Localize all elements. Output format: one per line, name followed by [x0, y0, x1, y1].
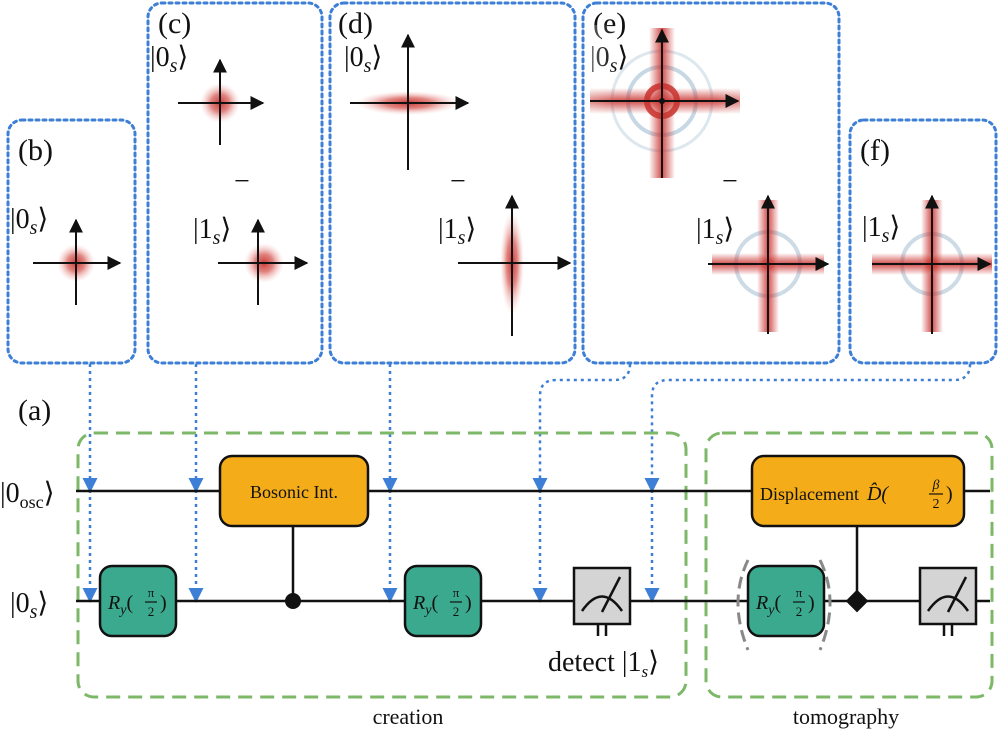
- ry-gates: Ry( π 2) Ry( π 2) Ry( π 2): [98, 564, 826, 638]
- ry-gate-2-close: ): [465, 592, 472, 614]
- panel-d-label: (d): [338, 7, 373, 40]
- detect-label: detect |1s⟩: [548, 647, 659, 681]
- ry-gate-3-close: ): [808, 592, 815, 614]
- creation-group: [76, 431, 688, 699]
- panel-c-label: (c): [158, 7, 191, 40]
- panel-d-minus: −: [450, 166, 466, 197]
- panel-e-minus: −: [722, 166, 738, 197]
- panel-e-border: [581, 1, 841, 365]
- panel-b: (b) |0s⟩: [10, 134, 122, 305]
- panel-c-ket-1: |1s⟩: [193, 214, 231, 249]
- panel-e-ket-1: |1s⟩: [696, 214, 734, 249]
- panel-d-border: [328, 1, 577, 365]
- creation-caption: creation: [373, 704, 444, 729]
- bosonic-interaction-gate[interactable]: Bosonic Int.: [218, 454, 370, 528]
- ry-gate-3[interactable]: Ry( π 2): [746, 564, 826, 638]
- ry-gate-3-frac-num: π: [796, 585, 803, 600]
- control-diamond: [845, 589, 869, 613]
- panel-f-border: [848, 118, 998, 365]
- displacement-frac-num: β: [932, 478, 940, 493]
- connector-e-path: [532, 363, 632, 493]
- panel-d-ket-1: |1s⟩: [438, 214, 476, 249]
- panel-f-label: (f): [860, 134, 890, 167]
- panel-f: (f) |1s⟩: [860, 134, 992, 334]
- wigner-star-e-top: [588, 25, 744, 185]
- ry-gate-2-box[interactable]: [403, 564, 483, 638]
- osc-input-label: |0osc⟩: [0, 478, 55, 512]
- panel-b-ket: |0s⟩: [10, 204, 48, 239]
- bosonic-gate-label: Bosonic Int.: [250, 482, 338, 502]
- ry-gate-2-label: Ry(: [412, 592, 438, 618]
- panel-c-minus: −: [234, 166, 250, 197]
- displacement-control-diamond: [845, 589, 869, 613]
- tomography-caption: tomography: [793, 704, 899, 729]
- panel-borders: [6, 1, 998, 365]
- measurement-meter-1-arc: [580, 595, 624, 612]
- displacement-frac-den: 2: [933, 497, 940, 512]
- panel-b-label: (b): [18, 134, 53, 167]
- panel-d-ket-0: |0s⟩: [344, 42, 382, 77]
- ry-gate-3-box[interactable]: [746, 564, 826, 638]
- panel-e: (e) |0s⟩ − |1s⟩: [588, 7, 830, 334]
- bosonic-control-dot: [285, 593, 301, 609]
- measurement-meters: [572, 566, 978, 636]
- displacement-gate-box[interactable]: [750, 454, 966, 528]
- ry-gate-1-frac-num: π: [148, 585, 155, 600]
- ry-gate-2-frac-den: 2: [453, 604, 460, 619]
- connector-f-path: [644, 363, 972, 493]
- right-bracket: [818, 559, 832, 651]
- panel-c-border: [146, 1, 324, 365]
- measurement-meter-2[interactable]: [918, 566, 978, 636]
- ry-gate-1[interactable]: Ry( π 2): [98, 564, 178, 638]
- displacement-close-paren: ): [946, 483, 953, 505]
- ry-gate-2-frac-num: π: [453, 585, 460, 600]
- circuit-groups: [76, 431, 994, 699]
- star-edge-fade: [588, 25, 744, 185]
- optional-pulse-brackets: [736, 559, 832, 651]
- panel-c-ket-0: |0s⟩: [150, 42, 188, 77]
- ry-gate-1-close: ): [160, 592, 167, 614]
- ry-gate-3-label: Ry(: [755, 592, 781, 618]
- panel-f-ket-1: |1s⟩: [862, 212, 900, 247]
- panel-d: (d) |0s⟩ − |1s⟩: [338, 7, 572, 336]
- ry-gate-1-box[interactable]: [98, 564, 178, 638]
- measurement-meter-1[interactable]: [572, 566, 632, 636]
- ry-gate-1-frac-den: 2: [148, 604, 155, 619]
- panel-b-border: [6, 118, 137, 365]
- ry-gate-1-label: Ry(: [107, 592, 133, 618]
- measurement-meter-2-arc: [926, 595, 970, 612]
- origin-dot-e: [659, 98, 665, 104]
- ry-gate-2[interactable]: Ry( π 2): [403, 564, 483, 638]
- panel-c: (c) |0s⟩ − |1s⟩: [150, 7, 309, 305]
- bosonic-gate-box[interactable]: [218, 454, 370, 528]
- panel-a-label: (a): [18, 394, 51, 427]
- measurement-meter-2-needle: [946, 576, 968, 613]
- ry-gate-3-frac-den: 2: [796, 604, 803, 619]
- qubit-input-label: |0s⟩: [10, 588, 48, 623]
- panel-connectors: [82, 363, 972, 603]
- measurement-meter-1-needle: [600, 576, 622, 613]
- left-bracket: [736, 559, 750, 651]
- tomography-group: [704, 431, 994, 699]
